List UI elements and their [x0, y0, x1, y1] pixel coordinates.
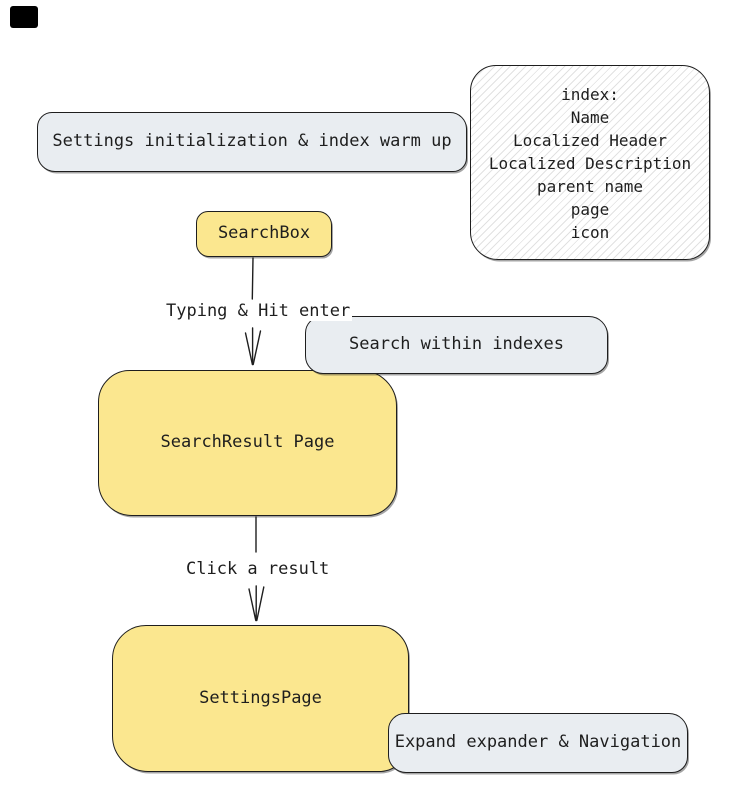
arrow-typing-shaft-upper: [251, 257, 254, 300]
node-expand-expander-navigation-label: Expand expander & Navigation: [394, 732, 682, 753]
node-settings-initialization: Settings initialization & index warm up: [37, 112, 467, 172]
edge-label-typing-hit-enter: Typing & Hit enter: [164, 301, 353, 321]
index-field-page: page: [570, 200, 610, 219]
arrow-typing-head-right: [252, 330, 262, 366]
index-field-localized-header: Localized Header: [512, 131, 668, 150]
index-field-title: index:: [561, 85, 619, 104]
arrow-click-head-right: [256, 586, 265, 622]
node-settingspage: SettingsPage: [112, 625, 409, 772]
node-search-within-indexes: Search within indexes: [305, 316, 608, 374]
index-field-icon: icon: [570, 223, 610, 242]
index-field-parent-name: parent name: [537, 177, 643, 196]
node-expand-expander-navigation: Expand expander & Navigation: [388, 713, 688, 773]
node-searchresult-page-label: SearchResult Page: [160, 432, 335, 453]
node-searchbox-label: SearchBox: [217, 223, 311, 244]
node-search-within-indexes-label: Search within indexes: [349, 334, 564, 355]
arrow-click-head-left: [248, 588, 257, 622]
edge-label-click-a-result: Click a result: [184, 559, 332, 579]
arrow-typing-head-left: [244, 332, 254, 366]
node-index-fields: index: Name Localized Header Localized D…: [470, 65, 710, 260]
index-field-name: Name: [570, 108, 610, 127]
corner-black-marker: [10, 6, 38, 28]
node-searchbox: SearchBox: [196, 211, 332, 257]
index-field-localized-description: Localized Description: [488, 154, 692, 173]
node-searchresult-page: SearchResult Page: [98, 370, 397, 516]
node-settingspage-label: SettingsPage: [199, 687, 322, 708]
node-settings-initialization-label: Settings initialization & index warm up: [52, 131, 452, 152]
